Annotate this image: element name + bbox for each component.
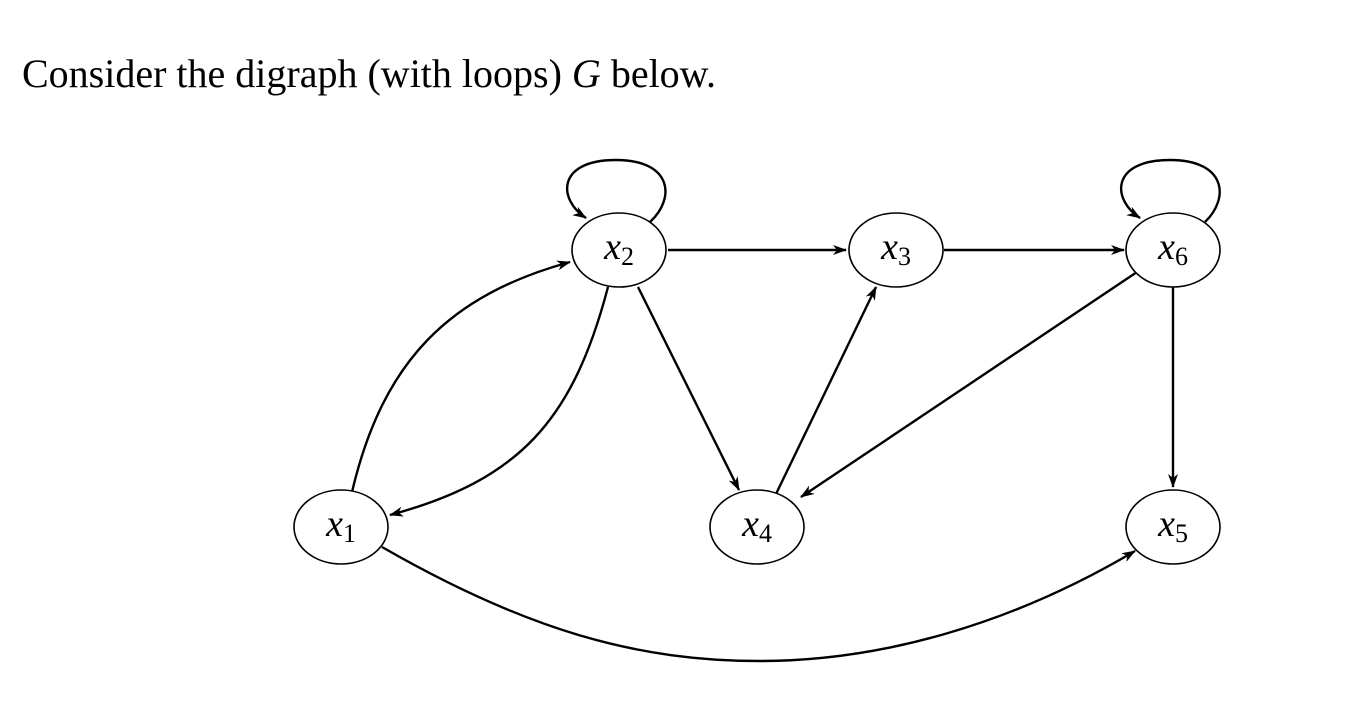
node-x5: x5 [1125, 489, 1221, 565]
node-x4: x4 [709, 489, 805, 565]
node-x6: x6 [1125, 212, 1221, 288]
node-x3: x3 [848, 212, 944, 288]
node-x2: x2 [571, 212, 667, 288]
node-label-x2: x2 [603, 226, 634, 271]
intro-text: Consider the digraph (with loops) G belo… [22, 50, 716, 97]
node-label-x1: x1 [325, 503, 356, 548]
edge-x1-x5 [381, 545, 1136, 663]
edge-x4-x3 [774, 286, 878, 495]
edge-x2-x1 [389, 286, 610, 517]
edge-x6-x4 [800, 271, 1138, 498]
graph-symbol: G [571, 51, 601, 96]
node-label-x4: x4 [741, 503, 772, 548]
edge-x2-x2 [565, 158, 667, 223]
edge-x6-x6 [1119, 158, 1221, 223]
node-label-x3: x3 [880, 226, 911, 271]
intro-before: Consider the digraph (with loops) [22, 51, 572, 96]
intro-after: below. [600, 51, 716, 96]
node-label-x6: x6 [1157, 226, 1188, 271]
edge-x1-x2 [350, 260, 571, 493]
node-label-x5: x5 [1157, 503, 1188, 548]
node-x1: x1 [293, 489, 389, 565]
edge-x2-x4 [636, 286, 741, 491]
